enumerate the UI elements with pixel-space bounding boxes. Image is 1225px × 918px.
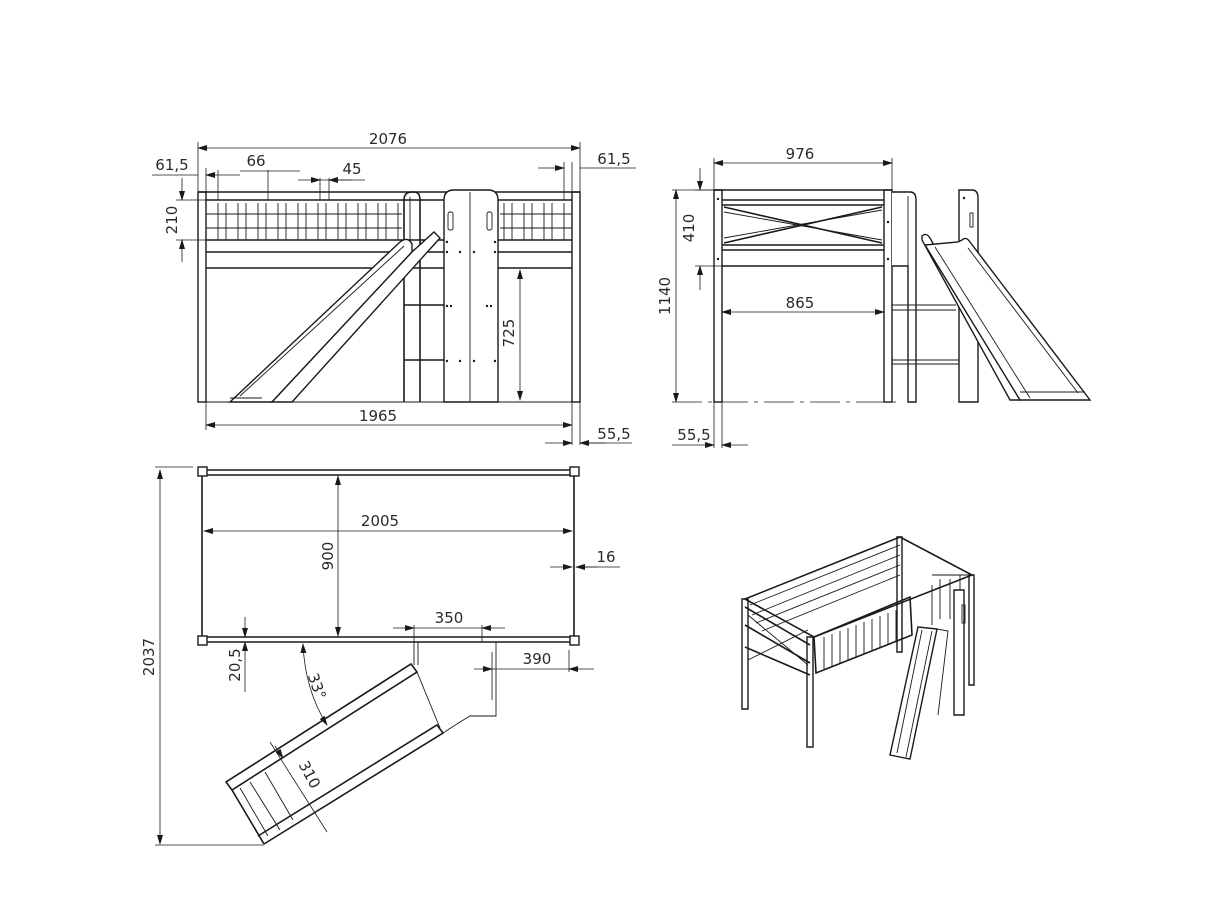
dim-rail-offset: 20,5: [226, 648, 244, 681]
dim-rail-height: 210: [163, 206, 181, 235]
front-slats: [206, 203, 572, 240]
dim-ladder-width: 350: [435, 609, 464, 627]
dim-overall-height: 1140: [656, 277, 674, 315]
dim-inner-length: 1965: [359, 407, 397, 425]
dim-inner-depth: 865: [786, 294, 815, 312]
panel-bolts: [445, 240, 497, 363]
isometric-view: [741, 536, 975, 760]
side-view: 976 410 1140 865 55,5: [656, 145, 1092, 448]
dim-plan-overall-depth: 2037: [140, 638, 158, 676]
dim-post-left: 61,5: [155, 156, 188, 174]
dim-slide-angle: 33°: [304, 671, 330, 702]
dim-overall-width: 2076: [369, 130, 407, 148]
front-slide: [228, 231, 441, 403]
dim-leg-width-front: 55,5: [597, 425, 630, 443]
dim-side-rail-height: 410: [680, 214, 698, 243]
dim-overall-depth: 976: [786, 145, 815, 163]
side-slide: [921, 233, 1092, 401]
dim-rail-thickness: 16: [596, 548, 615, 566]
plan-slide: [224, 662, 471, 845]
dim-clear-height: 725: [500, 319, 518, 348]
dim-slide-width: 310: [295, 758, 324, 792]
plan-view: 2005 900 16 350 390 20,5 33° 310: [140, 466, 620, 846]
dim-plan-width: 900: [319, 542, 337, 571]
dim-post-right: 61,5: [597, 150, 630, 168]
dim-slat-gap: 45: [342, 160, 361, 178]
dim-ladder-offset: 390: [523, 650, 552, 668]
front-view: 2076 61,5 66 45 61,5 210 725: [152, 130, 636, 446]
dim-leg-width-side: 55,5: [677, 426, 710, 444]
dim-plan-length: 2005: [361, 512, 399, 530]
dim-slat-pitch: 66: [246, 152, 265, 170]
